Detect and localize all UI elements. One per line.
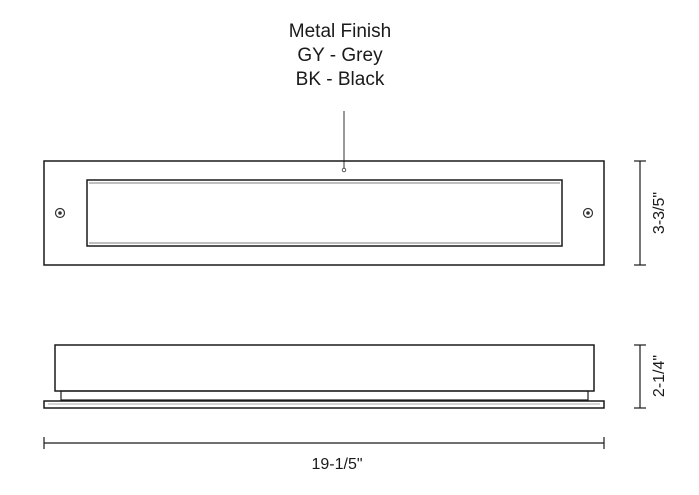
finish-option-grey: GY - Grey	[297, 45, 383, 66]
side-view	[43, 344, 605, 409]
leader-end-dot	[341, 167, 347, 173]
side-base-plate	[43, 400, 605, 409]
front-height-label: 3-3/5"	[651, 192, 668, 234]
width-label: 19-1/5"	[311, 456, 362, 473]
side-lower-body	[60, 390, 589, 401]
finish-option-black: BK - Black	[295, 69, 385, 90]
width-dimension: 19-1/5"	[43, 437, 605, 473]
front-view	[43, 160, 605, 266]
screw-icon	[54, 207, 66, 219]
side-height-label: 2-1/4"	[651, 355, 668, 397]
side-height-dimension: 2-1/4"	[634, 344, 668, 409]
front-height-dimension: 3-3/5"	[634, 160, 668, 266]
metal-finish-title: Metal Finish	[288, 21, 392, 42]
front-faceplate	[43, 160, 605, 266]
side-body	[54, 344, 595, 392]
front-lens-window	[86, 179, 563, 247]
screw-icon	[582, 207, 594, 219]
